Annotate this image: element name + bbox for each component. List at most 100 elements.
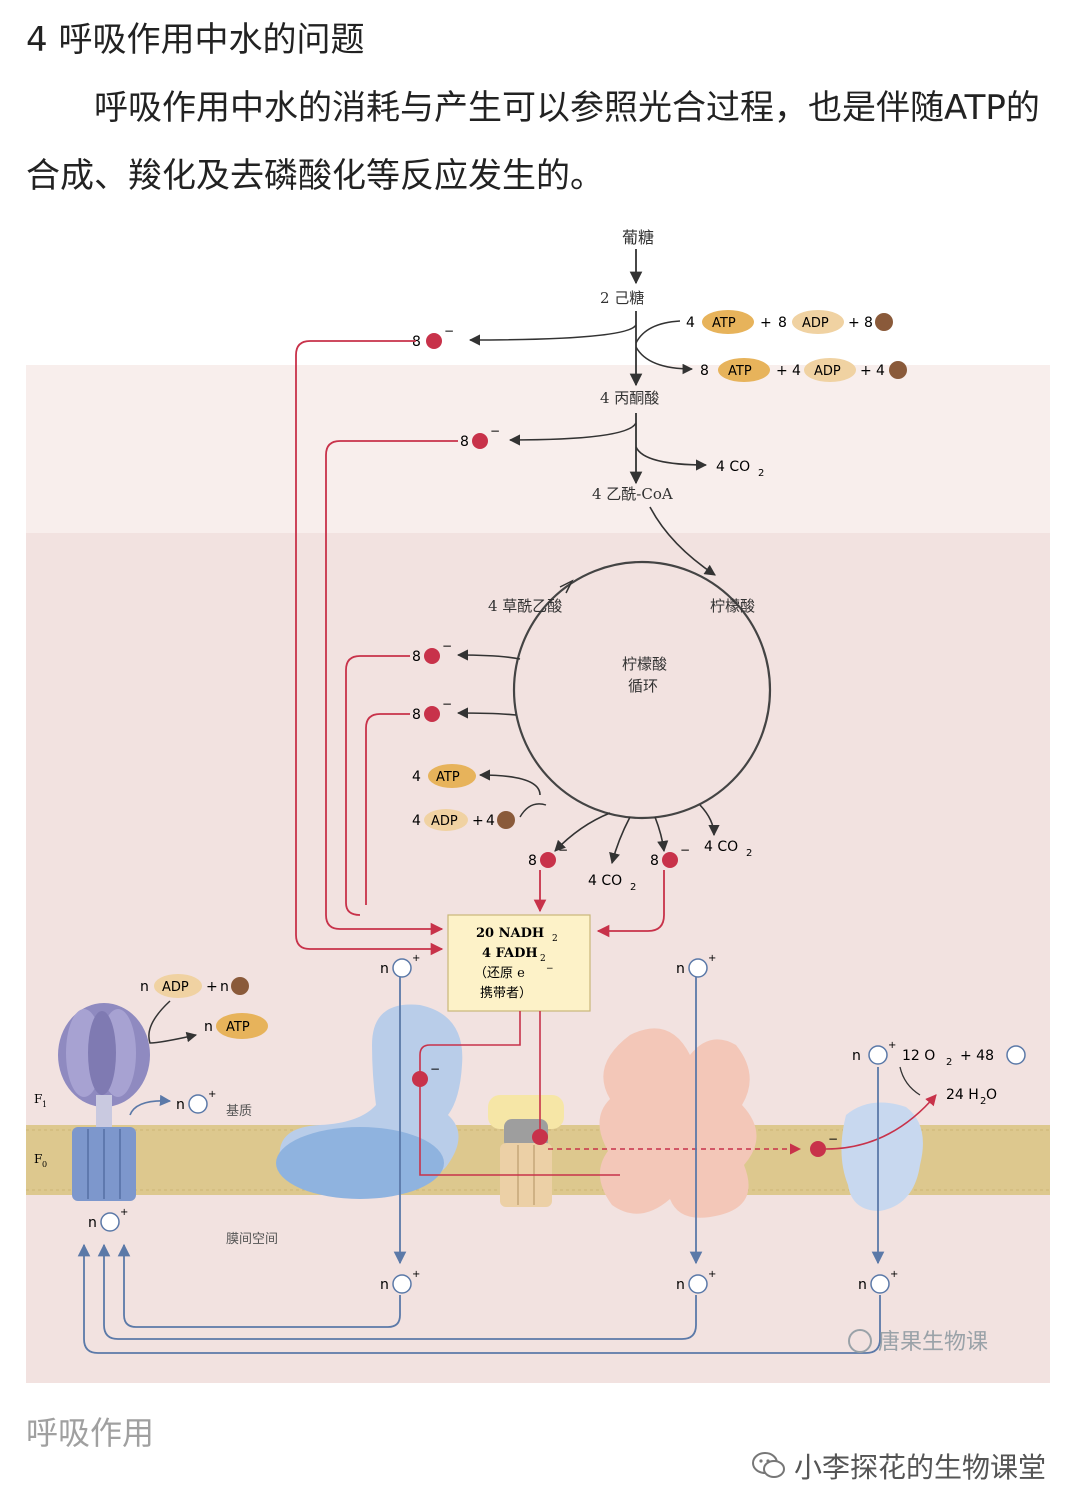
svg-text:+: + bbox=[776, 363, 788, 379]
atp-adp-row-1: 4 ATP + 8 ADP + 8 bbox=[686, 310, 893, 334]
svg-text:−: − bbox=[558, 843, 568, 857]
carrier-note: （还原 e bbox=[474, 966, 525, 981]
svg-text:8: 8 bbox=[864, 315, 873, 331]
proton-icon bbox=[688, 958, 708, 978]
svg-text:4: 4 bbox=[412, 813, 421, 829]
oxygen-reagents: 12 O 2 + 48 bbox=[902, 1045, 1026, 1068]
glucose-label: 葡糖 bbox=[622, 228, 654, 247]
proton-icon bbox=[868, 1045, 888, 1065]
svg-text:1: 1 bbox=[42, 1100, 47, 1109]
svg-text:n: n bbox=[380, 961, 389, 977]
svg-text:8: 8 bbox=[412, 334, 421, 350]
svg-text:唐果生物课: 唐果生物课 bbox=[878, 1330, 988, 1355]
electron-icon bbox=[472, 433, 488, 449]
citric-acid-cycle-ring bbox=[512, 560, 772, 820]
svg-text:+ 48: + 48 bbox=[960, 1048, 994, 1064]
svg-text:ADP: ADP bbox=[814, 364, 841, 379]
electron-icon bbox=[424, 706, 440, 722]
svg-text:n: n bbox=[204, 1019, 213, 1035]
wechat-icon bbox=[751, 1452, 785, 1478]
proton-icon bbox=[392, 1274, 412, 1294]
electron-8-cycle-1: 8 − bbox=[412, 639, 452, 665]
svg-text:2: 2 bbox=[630, 882, 636, 893]
intermembrane-label: 膜间空间 bbox=[226, 1232, 278, 1247]
svg-text:+: + bbox=[412, 953, 420, 964]
f1-label: F bbox=[34, 1092, 42, 1106]
electron-8-pyruvate: 8 − bbox=[460, 424, 500, 450]
electron-icon bbox=[424, 648, 440, 664]
svg-text:n: n bbox=[176, 1097, 185, 1113]
atp-from-cycle: 4 ATP bbox=[412, 764, 476, 788]
acetyl-coa-label: 4 乙酰-CoA bbox=[592, 485, 673, 503]
svg-text:−: − bbox=[546, 964, 554, 974]
svg-text:n: n bbox=[220, 979, 229, 995]
co2-from-cycle-2: 4 CO 2 bbox=[704, 839, 752, 859]
svg-text:O: O bbox=[986, 1087, 997, 1103]
svg-text:+: + bbox=[472, 813, 484, 829]
svg-text:4 CO: 4 CO bbox=[704, 839, 738, 855]
hexose-label: 2 己糖 bbox=[600, 289, 644, 307]
svg-text:n: n bbox=[858, 1277, 867, 1293]
svg-text:n: n bbox=[88, 1215, 97, 1231]
svg-text:ATP: ATP bbox=[728, 364, 752, 379]
svg-text:2: 2 bbox=[540, 954, 546, 964]
svg-text:−: − bbox=[828, 1132, 838, 1146]
proton-icon bbox=[688, 1274, 708, 1294]
wechat-icon bbox=[848, 1329, 872, 1353]
electron-8-cycle-3: 8 − bbox=[528, 843, 568, 869]
proton-synthase-matrix: n + bbox=[176, 1089, 216, 1114]
svg-text:−: − bbox=[442, 697, 452, 711]
svg-text:4: 4 bbox=[686, 315, 695, 331]
svg-text:8: 8 bbox=[700, 363, 709, 379]
svg-text:12 O: 12 O bbox=[902, 1048, 935, 1064]
svg-text:8: 8 bbox=[412, 649, 421, 665]
svg-text:8: 8 bbox=[460, 434, 469, 450]
atp-adp-row-2: 8 ATP + 4 ADP + 4 bbox=[700, 358, 907, 382]
matrix-label: 基质 bbox=[226, 1104, 252, 1119]
svg-text:4: 4 bbox=[486, 813, 495, 829]
svg-text:+: + bbox=[208, 1089, 216, 1100]
proton-synthase-ims: n + bbox=[88, 1207, 128, 1232]
citrate-label: 柠檬酸 bbox=[710, 597, 755, 615]
electron-icon bbox=[540, 852, 556, 868]
electron-icon bbox=[662, 852, 678, 868]
svg-text:+: + bbox=[888, 1040, 896, 1051]
svg-text:ATP: ATP bbox=[226, 1020, 250, 1035]
svg-text:2: 2 bbox=[552, 934, 558, 944]
svg-text:8: 8 bbox=[412, 707, 421, 723]
pyruvate-label: 4 丙酮酸 bbox=[600, 389, 659, 407]
svg-text:+: + bbox=[206, 979, 218, 995]
proton-top-3: n + bbox=[852, 1040, 896, 1065]
carrier-note-2: 携带者） bbox=[480, 985, 532, 1001]
svg-text:4: 4 bbox=[792, 363, 801, 379]
proton-icon bbox=[392, 958, 412, 978]
atp-synthase bbox=[58, 1003, 150, 1201]
electron-icon bbox=[810, 1141, 826, 1157]
f0-label: F bbox=[34, 1152, 42, 1166]
phosphate-icon bbox=[875, 313, 893, 331]
proton-top-1: n + bbox=[380, 953, 420, 978]
svg-text:−: − bbox=[490, 424, 500, 438]
svg-text:4: 4 bbox=[412, 769, 421, 785]
svg-text:8: 8 bbox=[650, 853, 659, 869]
svg-text:−: − bbox=[444, 324, 454, 338]
svg-text:2: 2 bbox=[758, 468, 764, 479]
body-paragraph: 呼吸作用中水的消耗与产生可以参照光合过程，也是伴随ATP的合成、羧化及去磷酸化等… bbox=[26, 88, 1040, 196]
svg-text:n: n bbox=[140, 979, 149, 995]
svg-text:2: 2 bbox=[946, 1057, 952, 1068]
phosphate-icon bbox=[889, 361, 907, 379]
svg-text:ADP: ADP bbox=[162, 980, 189, 995]
svg-text:−: − bbox=[680, 843, 690, 857]
water-product: 24 H 2 O bbox=[946, 1087, 997, 1107]
svg-text:0: 0 bbox=[42, 1160, 47, 1169]
svg-text:+: + bbox=[860, 363, 872, 379]
nadh-label: 20 NADH bbox=[476, 926, 544, 941]
diagram-watermark: 唐果生物课 bbox=[848, 1329, 988, 1355]
svg-text:+: + bbox=[848, 315, 860, 331]
svg-text:n: n bbox=[852, 1048, 861, 1064]
electron-8-cycle-2: 8 − bbox=[412, 697, 452, 723]
complex-iv bbox=[599, 1028, 757, 1218]
electron-icon bbox=[412, 1071, 428, 1087]
phosphate-icon bbox=[231, 977, 249, 995]
proton-top-2: n + bbox=[676, 953, 716, 978]
